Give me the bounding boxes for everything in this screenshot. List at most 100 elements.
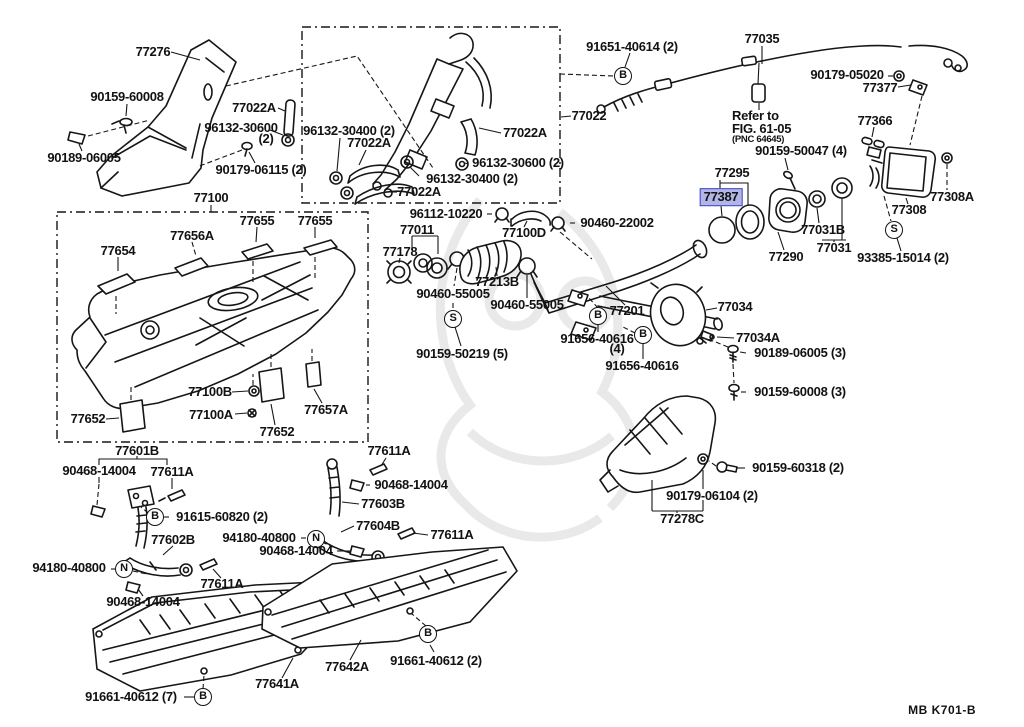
part-label-77031[interactable]: 77031 — [816, 240, 852, 256]
part-label-96132-30400-2[interactable]: 96132-30400 (2) — [426, 171, 518, 187]
part-label-77652[interactable]: 77652 — [70, 411, 106, 427]
part-label-90179-06104-2[interactable]: 90179-06104 (2) — [666, 488, 758, 504]
part-label-96132-30400-2[interactable]: 96132-30400 (2) — [303, 123, 395, 139]
part-label-96132-30600[interactable]: 96132-30600 — [204, 120, 278, 136]
part-label-77366[interactable]: 77366 — [857, 113, 893, 129]
fastener-symbol-b: B — [419, 625, 437, 643]
part-label-96112-10220[interactable]: 96112-10220 — [409, 206, 483, 222]
part-label-90460-55005[interactable]: 90460-55005 — [416, 286, 490, 302]
fastener-symbol-s: S — [444, 310, 462, 328]
part-label-90468-14004[interactable]: 90468-14004 — [259, 543, 333, 559]
protector-77276-art — [67, 39, 296, 197]
part-label-77642a[interactable]: 77642A — [325, 659, 369, 675]
part-label-77652[interactable]: 77652 — [259, 424, 295, 440]
part-label-94180-40800[interactable]: 94180-40800 — [222, 530, 296, 546]
part-label-90468-14004[interactable]: 90468-14004 — [106, 594, 180, 610]
part-label-77655[interactable]: 77655 — [239, 213, 275, 229]
part-label-77657a[interactable]: 77657A — [304, 402, 348, 418]
fuel-lid-art — [861, 136, 953, 198]
fastener-symbol-s: S — [885, 221, 903, 239]
part-label-77201[interactable]: 77201 — [609, 303, 645, 319]
selected-part-label-77387[interactable]: 77387 — [699, 188, 743, 206]
part-label-90189-06005[interactable]: 90189-06005 — [47, 150, 121, 166]
fastener-symbol-n: N — [307, 530, 325, 548]
part-label-77611a[interactable]: 77611A — [430, 527, 474, 543]
part-label-77308[interactable]: 77308 — [891, 202, 927, 218]
fastener-symbol-b: B — [589, 307, 607, 325]
part-label-fig-61-05: FIG. 61-05 — [732, 121, 792, 137]
part-label-77308a[interactable]: 77308A — [930, 189, 974, 205]
part-label-77011[interactable]: 77011 — [400, 222, 434, 238]
part-label-77611a[interactable]: 77611A — [150, 464, 194, 480]
part-label-90159-50219-5[interactable]: 90159-50219 (5) — [416, 346, 508, 362]
part-label-77656a[interactable]: 77656A — [170, 228, 214, 244]
part-label-77022a[interactable]: 77022A — [347, 135, 391, 151]
part-label-77611a[interactable]: 77611A — [367, 443, 411, 459]
part-label-77100b[interactable]: 77100B — [188, 384, 232, 400]
part-label-77034[interactable]: 77034 — [717, 299, 753, 315]
part-label-77022[interactable]: 77022 — [571, 108, 607, 124]
part-label-90460-55005[interactable]: 90460-55005 — [490, 297, 564, 313]
shield-plate-art — [649, 282, 740, 401]
part-label-pnc-64645: (PNC 64645) — [732, 134, 785, 146]
part-label-77178[interactable]: 77178 — [382, 244, 418, 260]
part-label-77213b[interactable]: 77213B — [475, 274, 519, 290]
part-label-90159-60008-3[interactable]: 90159-60008 (3) — [754, 384, 846, 400]
part-label-90468-14004[interactable]: 90468-14004 — [374, 477, 448, 493]
part-label-77641a[interactable]: 77641A — [255, 676, 299, 692]
part-label-90189-06005-3[interactable]: 90189-06005 (3) — [754, 345, 846, 361]
part-label-77034a[interactable]: 77034A — [736, 330, 780, 346]
part-label-91651-40614-2[interactable]: 91651-40614 (2) — [586, 39, 678, 55]
fastener-symbol-b: B — [634, 326, 652, 344]
part-label-77655[interactable]: 77655 — [297, 213, 333, 229]
part-label-90159-60008[interactable]: 90159-60008 — [90, 89, 164, 105]
fastener-symbol-b: B — [194, 688, 212, 706]
part-label-77100[interactable]: 77100 — [193, 190, 229, 206]
part-label-91656-40616[interactable]: 91656-40616 — [605, 358, 679, 374]
part-label-91661-40612-7[interactable]: 91661-40612 (7) — [85, 689, 177, 705]
part-label-90460-22002[interactable]: 90460-22002 — [580, 215, 654, 231]
part-label-77290[interactable]: 77290 — [768, 249, 804, 265]
part-label-77100d[interactable]: 77100D — [502, 225, 546, 241]
part-label-77031b[interactable]: 77031B — [801, 222, 845, 238]
part-label-91615-60820-2[interactable]: 91615-60820 (2) — [176, 509, 268, 525]
part-label-77276[interactable]: 77276 — [135, 44, 171, 60]
part-label-77022a[interactable]: 77022A — [503, 125, 547, 141]
part-label-77278c[interactable]: 77278C — [660, 511, 704, 527]
part-label-77654[interactable]: 77654 — [100, 243, 136, 259]
shield-77278c-art — [599, 395, 738, 494]
part-label-96132-30600-2[interactable]: 96132-30600 (2) — [472, 155, 564, 171]
part-label-77295[interactable]: 77295 — [714, 165, 750, 181]
inlet-hose-cluster-art — [386, 207, 566, 285]
part-label-77035[interactable]: 77035 — [744, 31, 780, 47]
drawing-code: MB K701-B — [908, 703, 976, 717]
part-label-91656-40616[interactable]: 91656-40616 — [560, 331, 634, 347]
part-label-refer-to: Refer to — [732, 108, 779, 124]
part-label-77604b[interactable]: 77604B — [356, 518, 400, 534]
part-label-93385-15014-2[interactable]: 93385-15014 (2) — [857, 250, 949, 266]
fastener-symbol-b: B — [146, 508, 164, 526]
assembly-boxes — [56, 26, 561, 443]
lid-cable-art — [596, 44, 968, 114]
part-label-77601b[interactable]: 77601B — [115, 443, 159, 459]
part-label-91661-40612-2[interactable]: 91661-40612 (2) — [390, 653, 482, 669]
part-label-90159-50047-4[interactable]: 90159-50047 (4) — [755, 143, 847, 159]
part-label-77100a[interactable]: 77100A — [189, 407, 233, 423]
part-label-77602b[interactable]: 77602B — [151, 532, 195, 548]
part-label-77377[interactable]: 77377 — [862, 80, 898, 96]
part-label-77603b[interactable]: 77603B — [361, 496, 405, 512]
part-label-90179-05020[interactable]: 90179-05020 — [810, 67, 884, 83]
part-label-90468-14004[interactable]: 90468-14004 — [62, 463, 136, 479]
part-label-77611a[interactable]: 77611A — [200, 576, 244, 592]
fastener-symbol-n: N — [115, 560, 133, 578]
part-label-2: (2) — [258, 131, 274, 147]
part-label-77022a[interactable]: 77022A — [232, 100, 276, 116]
part-label-90179-06115-2[interactable]: 90179-06115 (2) — [215, 162, 307, 178]
under-covers-art — [92, 546, 518, 692]
part-label-77022a[interactable]: 77022A — [397, 184, 441, 200]
part-label-94180-40800[interactable]: 94180-40800 — [32, 560, 106, 576]
part-label-4: (4) — [609, 341, 625, 357]
part-label-90159-60318-2[interactable]: 90159-60318 (2) — [752, 460, 844, 476]
